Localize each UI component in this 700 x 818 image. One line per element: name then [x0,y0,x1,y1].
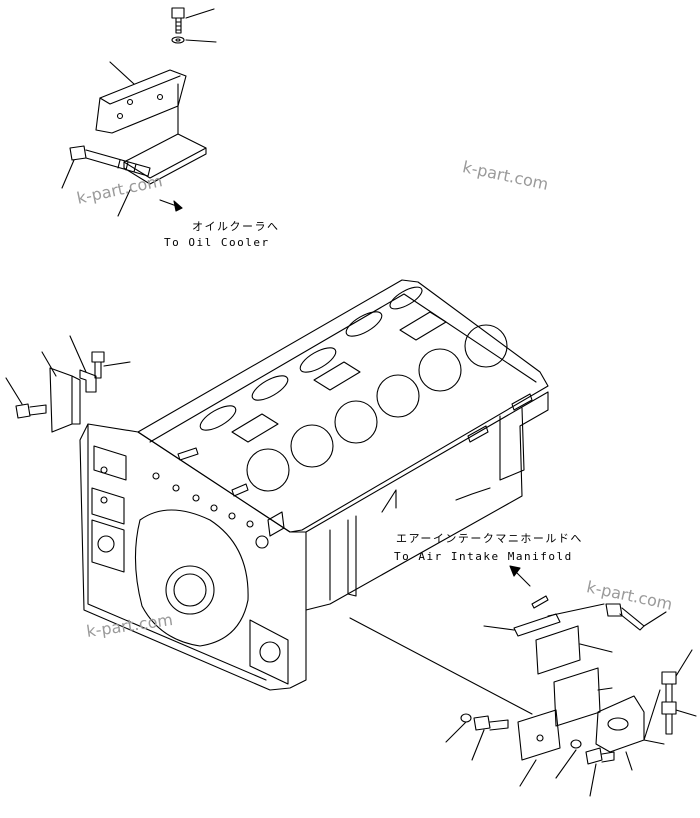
small-bracket [513,613,561,637]
upper-plate [535,625,581,675]
oil-cooler-label-jp: オイルクーラへ [192,220,280,233]
cylinder-bore [464,324,508,368]
bottom-bracket-assembly [445,565,697,797]
timing-cover [134,509,249,647]
left-bolt [15,403,47,419]
mount-bracket [595,695,645,753]
middle-plate [553,667,601,727]
top-washer [171,36,185,44]
bracket-bolt [605,603,645,631]
cylinder-bore [246,448,290,492]
oil-cooler-label-en: To Oil Cooler [164,236,270,249]
cylinder-bore [376,374,420,418]
cylinder-bore [418,348,462,392]
air-intake-label-jp: エアーインテークマニホールドへ [396,532,583,545]
left-angle-bracket [79,369,97,393]
left-vertical-bolt [91,351,105,379]
left-plate [49,367,73,433]
engine-block [79,279,549,715]
bracket-bolt [585,747,615,765]
bracket-washer [570,739,582,749]
front-face [79,423,307,691]
bracket-bolt [661,671,677,703]
top-long-bolt [69,145,151,177]
crank-seal [165,565,215,615]
bracket-bolt [473,715,509,731]
air-intake-label-en: To Air Intake Manifold [394,550,573,563]
top-bracket-assembly [61,7,217,217]
top-bolt [171,7,185,34]
bracket-washer [460,713,472,723]
top-bracket-lower [123,133,207,179]
left-bracket-assembly [5,335,131,433]
lower-plate [517,709,561,761]
bracket-bolt [661,701,677,735]
cylinder-bore [290,424,334,468]
cylinder-bore [334,400,378,444]
